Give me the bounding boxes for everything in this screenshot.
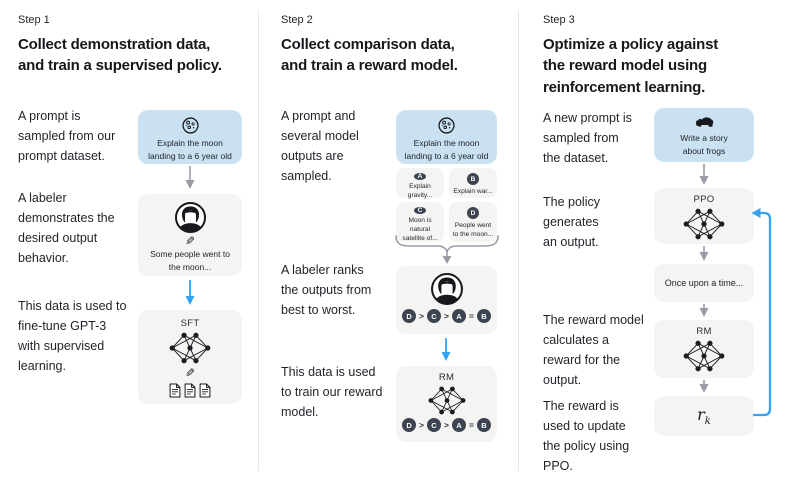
reward-subscript: k [704,416,711,428]
output-chip-c: C Moon is natural satellite of... [396,202,444,242]
step1-title: Collect demonstration data, and train a … [18,34,254,77]
reward-symbol: rk [697,405,711,427]
ranking-row: D > C > A = B [402,309,491,323]
step3-caption-policy: The policy generates an output. [543,195,600,249]
labeler-card: ✎ Some people went to the moon... [138,194,242,276]
step2-caption-train: This data is used to train our reward mo… [281,365,383,419]
down-arrow [699,304,709,317]
model-output-card: Once upon a time... [654,264,754,302]
prompt-card: Explain the moon landing to a 6 year old [138,110,242,164]
rm-model-card: RM D > C > A = B [396,366,497,442]
title-line: reinforcement learning. [543,78,706,96]
output-text: Explain war... [453,188,493,195]
prompt-text: Write a story about frogs [680,133,728,156]
prompt-card: Write a story about frogs [654,108,754,162]
down-arrow [699,246,709,261]
rank-separator: > [419,420,425,430]
step2-caption-ranks: A labeler ranks the outputs from best to… [281,263,372,317]
rm-model-card: RM [654,320,754,378]
model-label: SFT [180,318,200,329]
rank-separator: > [419,311,425,321]
title-line: Collect demonstration data, [18,36,211,53]
rank-badge: A [451,418,466,432]
output-badge: B [467,173,479,185]
title-line: and train a reward model. [281,57,458,75]
neural-network-icon [682,207,726,241]
output-text: Once upon a time... [664,278,744,288]
title-line: Collect comparison data, [281,36,455,53]
rank-badge: C [427,418,442,432]
prompt-text: Explain the moon landing to a 6 year old [404,138,489,161]
output-badge: A [414,173,426,180]
rank-badge: B [476,309,491,323]
rank-separator: = [468,420,474,430]
step1-caption-finetune: This data is used to fine-tune GPT-3 wit… [18,299,127,373]
rank-separator: = [468,311,474,321]
output-chip-b: B Explain war... [449,168,497,198]
output-chip-d: D People went to the moon... [449,202,497,242]
title-line: the reward model using [543,57,707,75]
down-arrow [185,166,195,189]
brace-funnel-arrow [395,235,499,264]
step2-caption-sampled: A prompt and several model outputs are s… [281,109,359,183]
rank-badge: D [402,309,417,323]
labeler-demo-text: Some people went to the moon... [150,249,230,272]
rank-separator: > [444,311,449,321]
column-divider [518,10,519,471]
output-text: People went to the moon... [452,222,494,239]
neural-network-icon [682,339,726,373]
step1-label: Step 1 [18,14,50,26]
reward-value-card: rk [654,396,754,436]
output-badge: D [467,207,479,219]
frog-icon [693,114,716,130]
down-arrow [699,164,709,185]
ranking-row: D > C > A = B [402,418,491,432]
ppo-policy-card: PPO [654,188,754,244]
rank-badge: B [476,418,491,432]
output-text: Explain gravity... [407,183,433,200]
output-text: Moon is natural satellite of... [402,217,438,243]
step1-caption-prompt: A prompt is sampled from our prompt data… [18,109,116,163]
prompt-text: Explain the moon landing to a 6 year old [148,138,232,161]
down-arrow [699,380,709,393]
model-label: RM [696,326,712,337]
step3-caption-update: The reward is used to update the policy … [543,399,630,473]
model-label: PPO [693,194,715,205]
labeler-ranking-card: D > C > A = B [396,266,497,334]
rank-badge: C [427,309,442,323]
rank-separator: > [444,420,449,430]
title-line: and train a supervised policy. [18,57,222,75]
step3-title: Optimize a policy against the reward mod… [543,34,773,98]
output-badge: C [414,207,426,214]
output-chip-a: A Explain gravity... [396,168,444,200]
step2-title: Collect comparison data, and train a rew… [281,34,511,77]
step3-label: Step 3 [543,14,575,26]
step1-caption-labeler: A labeler demonstrates the desired outpu… [18,191,115,265]
step3-caption-prompt: A new prompt is sampled from the dataset… [543,111,632,165]
rank-badge: A [451,309,466,323]
feedback-loop-arrow [751,208,772,417]
reward-base: r [697,404,705,424]
column-divider [258,10,259,471]
down-arrow-blue [185,280,195,305]
prompt-card: Explain the moon landing to a 6 year old [396,110,497,164]
down-arrow-blue [441,338,451,361]
rank-badge: D [402,418,417,432]
title-line: Optimize a policy against [543,36,719,53]
step2-label: Step 2 [281,14,313,26]
step3-caption-reward: The reward model calculates a reward for… [543,313,644,387]
model-label: RM [438,372,455,383]
sft-model-card: SFT ✎ [138,310,242,404]
